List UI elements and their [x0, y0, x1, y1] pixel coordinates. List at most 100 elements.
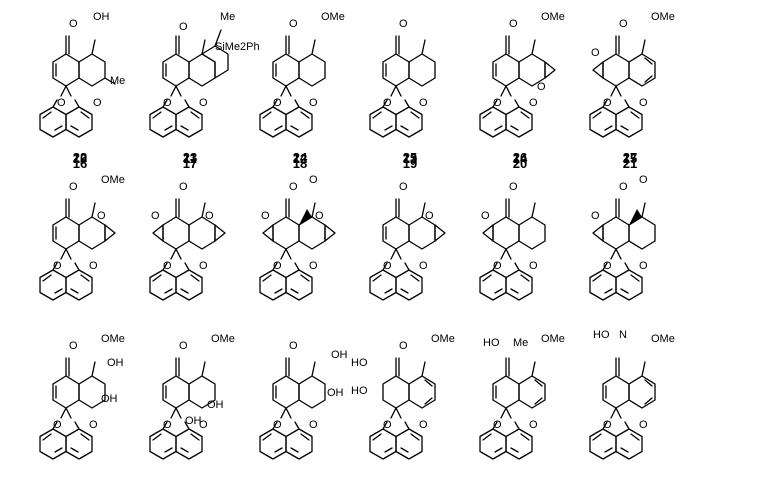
aromatic-double-bond: [164, 447, 173, 453]
atom-label: Me: [513, 337, 528, 349]
ketal-bond: [492, 421, 498, 430]
atom-label: O: [639, 174, 648, 186]
ketal-bond: [272, 421, 278, 430]
atom-label: O: [419, 419, 428, 431]
atom-label: O: [639, 97, 648, 109]
naphthalene-ring-left: [149, 269, 177, 301]
naphthalene-ring-left: [39, 106, 67, 138]
substituent-bond: [641, 361, 646, 377]
substituent-bond: [421, 202, 426, 218]
atom-label: O: [97, 210, 106, 222]
aromatic-double-bond: [372, 274, 382, 282]
atom-label: OH: [93, 11, 110, 23]
aromatic-double-bond: [644, 379, 653, 387]
atom-label: OMe: [541, 333, 565, 345]
aromatic-double-bond: [644, 397, 653, 405]
ketal-bond: [492, 99, 498, 108]
naphthalene-ring-left: [479, 269, 507, 301]
compound-number: 14: [512, 151, 528, 166]
ketal-bond: [624, 99, 630, 108]
aromatic-double-bond: [54, 447, 63, 453]
aromatic-double-bond: [620, 447, 629, 453]
aromatic-double-bond: [494, 125, 503, 131]
compound-number: 13: [402, 151, 418, 166]
atom-label: O: [151, 210, 160, 222]
atom-label: OMe: [321, 11, 345, 23]
epoxide-top: [629, 209, 642, 225]
silyl-bond: [214, 29, 222, 47]
atom-label: OMe: [651, 11, 675, 23]
ketal-bond: [162, 421, 168, 430]
ketal-bond: [65, 248, 72, 260]
atom-label: OH: [185, 415, 202, 427]
ketal-bond: [184, 262, 190, 271]
compound-number: 20: [512, 156, 528, 171]
ring-a: [492, 216, 520, 250]
atom-label: Me: [110, 75, 125, 87]
aromatic-double-bond: [482, 433, 492, 441]
atom-label: O: [53, 260, 62, 272]
naphthalene-ring-right: [65, 269, 93, 301]
naphthalene-ring-right: [615, 428, 643, 460]
ketal-bond: [65, 85, 72, 97]
aromatic-double-bond: [410, 111, 420, 119]
naphthalene-ring-left: [149, 106, 177, 138]
atom-label: O: [69, 18, 78, 30]
atom-label: O: [273, 97, 282, 109]
naphthalene-ring-right: [615, 106, 643, 138]
compound-number: 12: [292, 151, 308, 166]
aromatic-double-bond: [604, 288, 613, 294]
atom-label: O: [289, 181, 298, 193]
ketal-bond: [505, 248, 512, 260]
compound-number: 25: [402, 150, 418, 165]
atom-label: O: [53, 419, 62, 431]
compound-number: 24: [292, 150, 308, 165]
naphthalene-ring-left: [369, 106, 397, 138]
atom-label: O: [163, 97, 172, 109]
atom-label: OH: [101, 393, 118, 405]
atom-label: OMe: [541, 11, 565, 23]
aromatic-double-bond: [190, 111, 200, 119]
aromatic-double-bond: [410, 433, 420, 441]
atom-label: O: [639, 260, 648, 272]
aromatic-double-bond: [70, 447, 79, 453]
ketal-bond: [615, 407, 622, 419]
compound-number: 10: [72, 151, 88, 166]
aromatic-double-bond: [372, 111, 382, 119]
aromatic-double-bond: [400, 288, 409, 294]
atom-label: O: [419, 97, 428, 109]
naphthalene-ring-right: [65, 428, 93, 460]
atom-label: O: [89, 419, 98, 431]
atom-label: O: [309, 97, 318, 109]
substituent-bond: [421, 39, 426, 55]
ring-a: [602, 53, 630, 87]
ring-a: [602, 216, 630, 250]
compound-number: 27: [622, 150, 638, 165]
atom-label: O: [603, 97, 612, 109]
ketal-bond: [280, 85, 287, 97]
aromatic-double-bond: [520, 111, 530, 119]
atom-label: O: [591, 47, 600, 59]
aromatic-double-bond: [604, 447, 613, 453]
aromatic-double-bond: [400, 125, 409, 131]
compound-number: 15: [622, 151, 638, 166]
ketal-bond: [285, 407, 292, 419]
naphthalene-ring-right: [285, 106, 313, 138]
ketal-bond: [404, 421, 410, 430]
ketal-bond: [170, 248, 177, 260]
naphthalene-ring-right: [395, 106, 423, 138]
ketal-bond: [285, 248, 292, 260]
substituent-bond: [421, 361, 426, 377]
aromatic-double-bond: [42, 274, 52, 282]
compound-number: 26: [512, 150, 528, 165]
naphthalene-ring-right: [285, 428, 313, 460]
epoxide-top: [299, 209, 312, 225]
aromatic-double-bond: [620, 288, 629, 294]
